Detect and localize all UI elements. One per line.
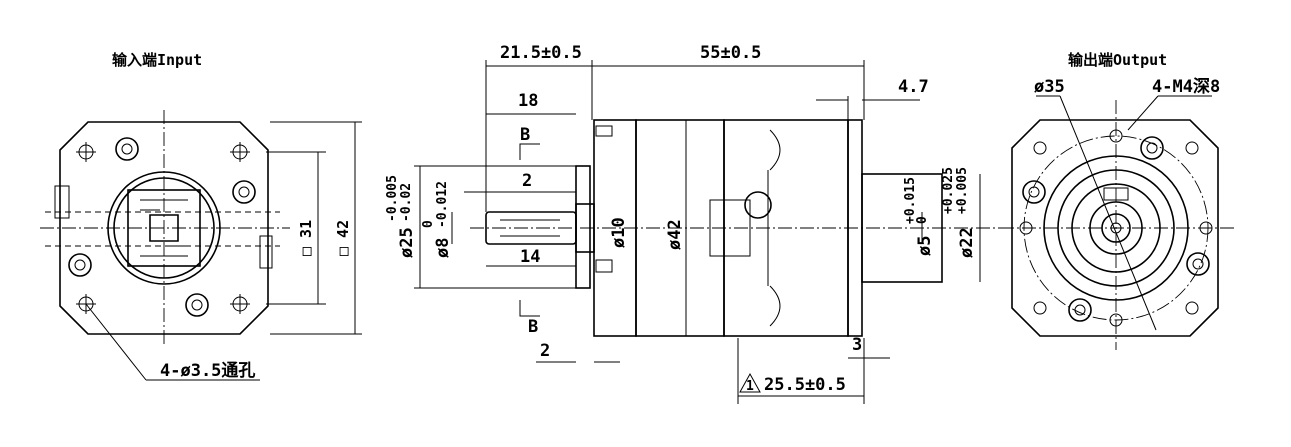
dim-4-7: 4.7: [898, 77, 929, 97]
input-square-31: □ 31: [297, 220, 315, 256]
dia-25: ø25: [397, 227, 417, 258]
dia-25-tol-bot: -0.02: [399, 183, 414, 222]
dia-5: ø5: [915, 236, 935, 256]
input-title: 输入端Input: [112, 51, 202, 69]
output-title: 输出端Output: [1068, 51, 1167, 69]
dia-22: ø22: [957, 227, 977, 258]
dia-25-tol-top: -0.005: [385, 175, 400, 222]
dim-18: 18: [518, 91, 538, 111]
dia-10: ø10: [609, 217, 629, 248]
input-flange-outline: [59, 121, 269, 335]
dia-42: ø42: [665, 219, 685, 250]
dia-8-tol-bot: -0.012: [435, 181, 450, 228]
input-square-42: □ 42: [334, 220, 352, 256]
section-b-bottom: B: [528, 317, 538, 337]
dia-8-tol-top: 0: [421, 220, 436, 228]
input-view: 输入端Input □ 31: [40, 51, 362, 381]
output-flange-outline: [1011, 119, 1219, 337]
dia-5-tol-top: +0.015: [903, 177, 918, 224]
side-view: 21.5±0.5 55±0.5 4.7 18 B 2 14 B 2 3 1 25…: [385, 43, 1000, 404]
input-hole-note: 4-ø3.5通孔: [160, 361, 255, 381]
dia-8: ø8: [433, 238, 453, 258]
output-thread-note: 4-M4深8: [1152, 76, 1220, 97]
dim-3: 3: [852, 335, 862, 355]
dim-14: 14: [520, 247, 540, 267]
dia-22-tol-top: +0.025: [941, 167, 956, 214]
output-view: 输出端Output ø35 4-M4深8: [1000, 51, 1235, 350]
output-dia-35: ø35: [1034, 77, 1065, 97]
output-threaded-holes: [1019, 129, 1213, 327]
bolt-holes: [68, 137, 256, 317]
dia-5-tol-bot: 0: [915, 216, 930, 224]
dim-25-5: 25.5±0.5: [764, 375, 846, 395]
input-hub: [107, 171, 221, 285]
dim-2-bottom: 2: [540, 341, 550, 361]
dim-21-5: 21.5±0.5: [500, 43, 582, 63]
dim-2-key: 2: [522, 171, 532, 191]
dia-22-tol-bot: +0.005: [955, 167, 970, 214]
section-b-top: B: [520, 125, 530, 145]
note-triangle: 1: [746, 379, 754, 394]
dim-55: 55±0.5: [700, 43, 761, 63]
